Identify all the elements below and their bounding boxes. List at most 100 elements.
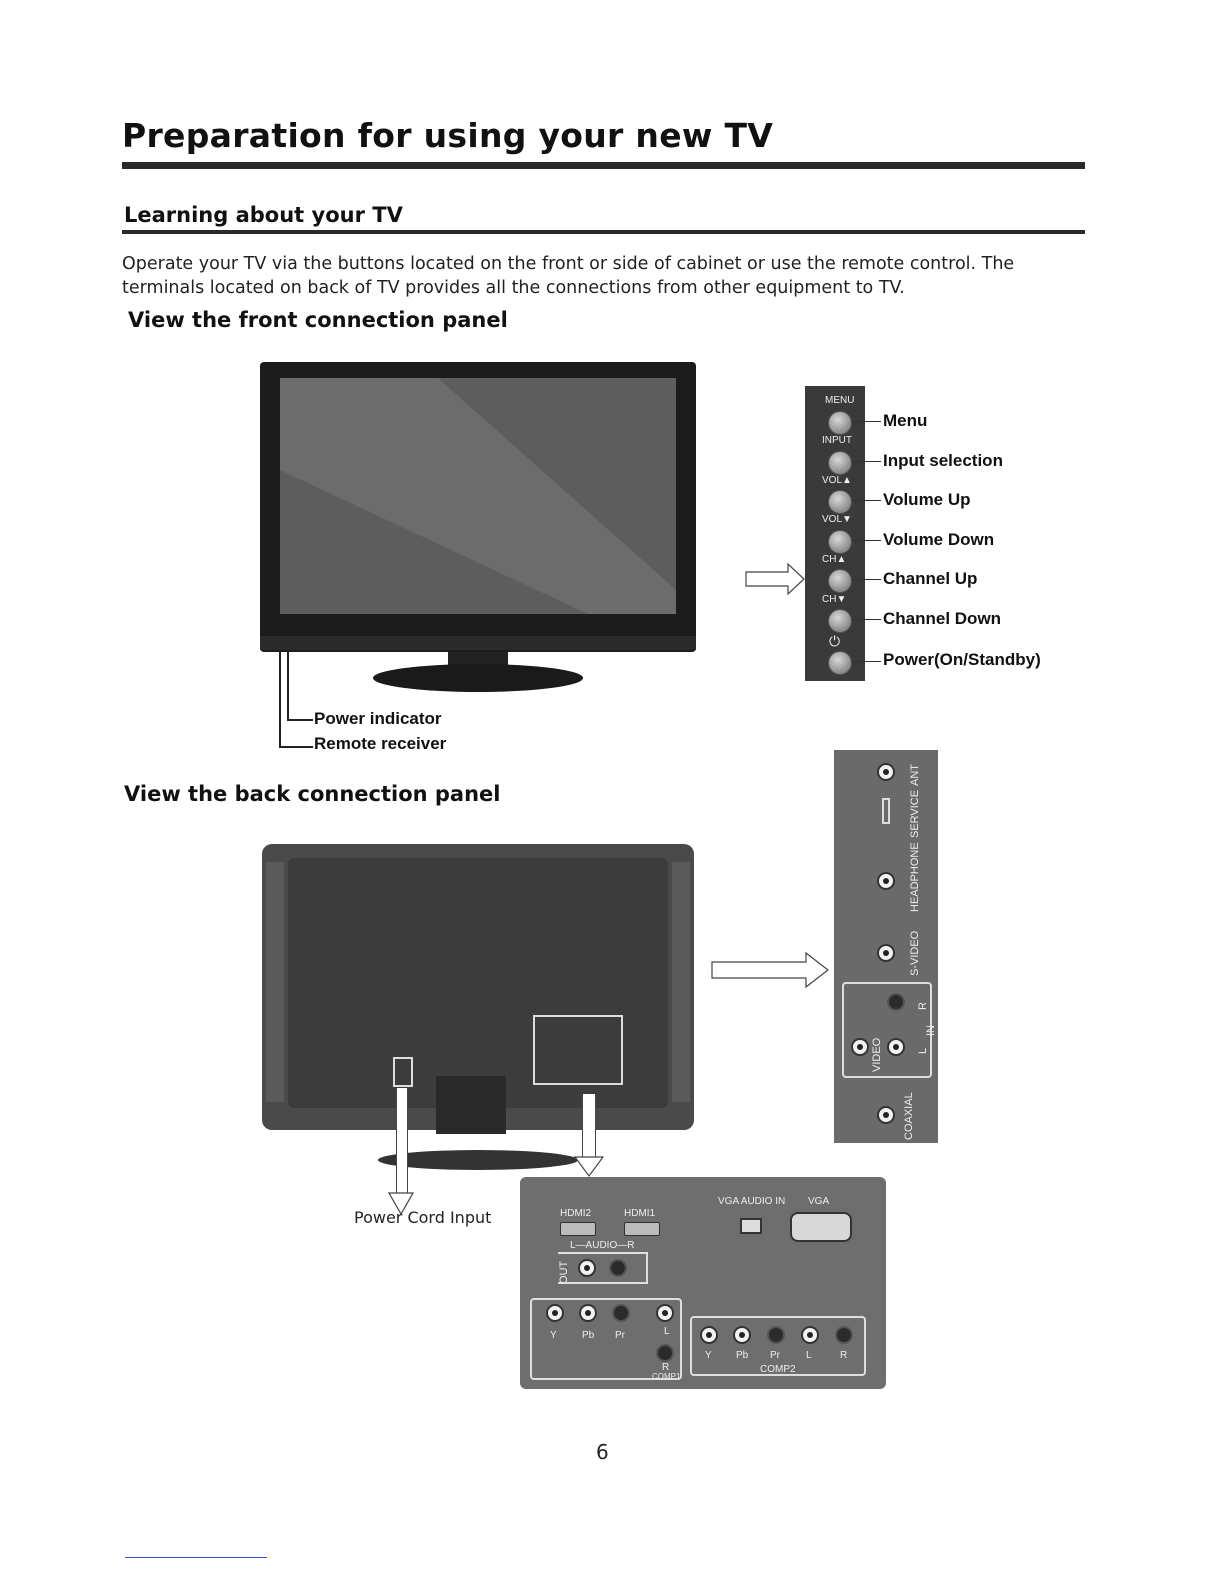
comp2-y-jack[interactable] <box>700 1326 718 1344</box>
ant-label: ANT <box>909 764 921 786</box>
audio-out-l-jack[interactable] <box>578 1259 596 1277</box>
volume-up-button[interactable] <box>828 490 852 514</box>
l-label: L <box>917 1047 929 1054</box>
tv-back-illustration <box>258 840 698 1175</box>
page-number: 6 <box>596 1440 609 1464</box>
in-label: IN <box>925 1025 937 1036</box>
comp1-pr-label: Pr <box>615 1330 625 1341</box>
comp1-r-jack[interactable] <box>656 1344 674 1362</box>
coaxial-label: COAXIAL <box>903 1092 915 1140</box>
leader-line <box>851 619 881 620</box>
channel-down-button[interactable] <box>828 609 852 633</box>
leader-line <box>851 579 881 580</box>
out-label: OUT <box>558 1260 570 1284</box>
title-rule <box>122 162 1085 169</box>
av-input-group <box>842 982 932 1078</box>
comp2-y-label: Y <box>705 1350 712 1361</box>
arrow-down-icon <box>574 1156 604 1178</box>
comp2-r-label: R <box>840 1350 848 1361</box>
headphone-label: HEADPHONE <box>909 842 921 912</box>
comp1-y-label: Y <box>550 1330 557 1341</box>
comp2-pr-jack[interactable] <box>767 1326 785 1344</box>
leader-line <box>851 661 881 662</box>
channel-up-button[interactable] <box>828 569 852 593</box>
headphone-jack[interactable] <box>877 872 895 890</box>
audio-r-jack[interactable] <box>887 993 905 1011</box>
front-panel-heading: View the front connection panel <box>128 308 508 332</box>
power-icon: ⏻ <box>829 633 841 649</box>
comp1-group <box>530 1298 682 1380</box>
audio-out-group <box>558 1252 648 1284</box>
input-selection-label: Input selection <box>883 451 1003 470</box>
audio-out-r-jack[interactable] <box>609 1259 627 1277</box>
comp1-l-jack[interactable] <box>656 1304 674 1322</box>
vga-audio-in-label: VGA AUDIO IN <box>718 1196 786 1207</box>
comp2-l-jack[interactable] <box>801 1326 819 1344</box>
back-panel-heading: View the back connection panel <box>124 782 501 806</box>
vga-label: VGA <box>808 1196 830 1207</box>
section-rule <box>122 230 1085 234</box>
remote-receiver-label: Remote receiver <box>314 734 447 753</box>
leader-line <box>851 500 881 501</box>
comp2-group <box>690 1316 866 1376</box>
leader-line <box>851 540 881 541</box>
comp1-label: COMP1 <box>652 1372 681 1381</box>
volume-up-label: Volume Up <box>883 490 971 509</box>
menu-button[interactable] <box>828 411 852 435</box>
arrow-down-icon <box>388 1192 414 1216</box>
input-marking: INPUT <box>822 435 852 446</box>
audio-l-jack[interactable] <box>887 1038 905 1056</box>
power-cord-label: Power Cord Input <box>354 1208 492 1227</box>
menu-label: Menu <box>883 411 928 430</box>
front-callout-line-2 <box>287 650 289 720</box>
vga-port[interactable] <box>790 1212 852 1242</box>
video-in-jack[interactable] <box>851 1038 869 1056</box>
channel-up-label: Channel Up <box>883 569 978 588</box>
comp1-pb-label: Pb <box>582 1330 595 1341</box>
comp2-pr-label: Pr <box>770 1350 780 1361</box>
comp2-label: COMP2 <box>760 1364 796 1375</box>
comp1-y-jack[interactable] <box>546 1304 564 1322</box>
section-title: Learning about your TV <box>124 203 403 227</box>
comp2-r-jack[interactable] <box>835 1326 853 1344</box>
vga-audio-in-port[interactable] <box>740 1218 762 1234</box>
menu-marking: MENU <box>825 395 855 406</box>
tv-front-illustration <box>258 360 698 700</box>
power-label: Power(On/Standby) <box>883 650 1041 669</box>
power-indicator-label: Power indicator <box>314 709 442 728</box>
ant-jack[interactable] <box>877 763 895 781</box>
tv-back-drawing <box>262 844 694 1170</box>
bottom-jack-arrow-shaft <box>582 1094 596 1162</box>
audio-out-label: L—AUDIO—R <box>570 1240 635 1251</box>
channel-down-label: Channel Down <box>883 609 1002 628</box>
front-callout-line <box>279 650 281 748</box>
service-label: SERVICE <box>909 789 921 838</box>
svideo-jack[interactable] <box>877 944 895 962</box>
hdmi1-label: HDMI1 <box>624 1208 656 1219</box>
video-label: VIDEO <box>871 1037 883 1072</box>
power-button[interactable] <box>828 651 852 675</box>
comp1-pb-jack[interactable] <box>579 1304 597 1322</box>
input-button[interactable] <box>828 451 852 475</box>
ch-up-marking: CH▲ <box>822 554 847 565</box>
volume-down-button[interactable] <box>828 530 852 554</box>
page-title: Preparation for using your new TV <box>122 116 774 155</box>
comp1-r-label: R <box>662 1362 670 1373</box>
power-cord-arrow-shaft <box>396 1088 408 1200</box>
usb-service-icon <box>882 798 890 824</box>
coaxial-jack[interactable] <box>877 1106 895 1124</box>
comp2-pb-jack[interactable] <box>733 1326 751 1344</box>
comp1-pr-jack[interactable] <box>612 1304 630 1322</box>
leader-line <box>851 421 881 422</box>
hdmi2-port[interactable] <box>560 1222 596 1236</box>
vol-up-marking: VOL▲ <box>822 475 852 486</box>
hdmi2-label: HDMI2 <box>560 1208 592 1219</box>
comp2-pb-label: Pb <box>736 1350 749 1361</box>
hdmi1-port[interactable] <box>624 1222 660 1236</box>
comp2-l-label: L <box>806 1350 812 1361</box>
arrow-right-icon <box>711 951 829 989</box>
front-callout-tick-2 <box>279 746 313 748</box>
tv-front-drawing <box>260 362 696 692</box>
intro-paragraph: Operate your TV via the buttons located … <box>122 254 1015 298</box>
footer-rule <box>125 1557 267 1558</box>
